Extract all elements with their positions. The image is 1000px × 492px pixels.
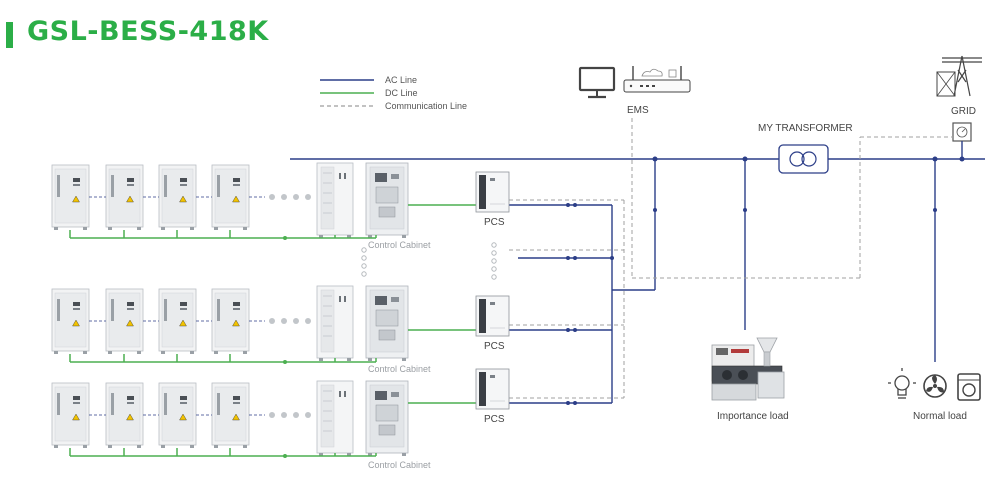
battery-cabinet [211, 164, 250, 231]
ems-label: EMS [627, 105, 649, 116]
washer-icon [957, 373, 981, 401]
cabinet-links [89, 196, 265, 416]
battery-cabinet [211, 288, 250, 355]
transformer-label: MY TRANSFORMER [758, 123, 853, 134]
ac-bus [290, 141, 985, 404]
battery-cabinet [211, 382, 250, 449]
grid-tower-icon [936, 55, 982, 97]
monitor-icon [578, 66, 616, 99]
battery-cabinet [105, 382, 144, 449]
battery-cabinet [105, 288, 144, 355]
legend: AC Line DC Line Communication Line [320, 75, 467, 111]
legend-comm-label: Communication Line [385, 101, 467, 111]
pcs-label: PCS [484, 414, 505, 425]
comm-lines [509, 118, 953, 399]
battery-cabinet [51, 288, 90, 355]
row-1 [51, 162, 409, 239]
control-cabinet-label: Control Cabinet [368, 364, 431, 374]
pcs-label: PCS [484, 341, 505, 352]
router-icon [623, 66, 691, 93]
meter-icon [952, 122, 972, 142]
battery-cabinet [158, 164, 197, 231]
bulb-icon [888, 368, 916, 399]
battery-rack [316, 380, 354, 457]
row-3 [51, 380, 409, 457]
fan-icon [923, 374, 947, 398]
legend-ac-label: AC Line [385, 75, 417, 85]
control-cabinet [365, 162, 409, 239]
control-cabinet [365, 380, 409, 457]
normal-load-label: Normal load [913, 411, 967, 422]
control-cabinet-label: Control Cabinet [368, 240, 431, 250]
machine-icon [711, 337, 785, 401]
battery-rack [316, 285, 354, 362]
page-title: GSL-BESS-418K [27, 16, 269, 47]
pcs-label: PCS [484, 217, 505, 228]
vertical-ellipsis [361, 242, 497, 280]
battery-cabinet [158, 288, 197, 355]
grid-label: GRID [951, 106, 976, 117]
title-accent-bar [6, 22, 13, 48]
pcs-unit [475, 368, 510, 410]
dc-lines [69, 204, 476, 457]
control-cabinet [365, 285, 409, 362]
control-cabinet-label: Control Cabinet [368, 460, 431, 470]
battery-cabinet [51, 382, 90, 449]
battery-cabinet [158, 382, 197, 449]
ellipsis-dots [269, 194, 311, 418]
row-2 [51, 285, 409, 362]
battery-rack [316, 162, 354, 239]
pcs-unit [475, 171, 510, 213]
battery-cabinet [51, 164, 90, 231]
dc-junction-dots [283, 236, 287, 458]
battery-cabinet [105, 164, 144, 231]
pcs-unit [475, 295, 510, 337]
transformer-icon [778, 144, 829, 174]
ac-junction-dots [566, 156, 965, 405]
legend-dc-label: DC Line [385, 88, 418, 98]
importance-load-label: Importance load [717, 411, 789, 422]
